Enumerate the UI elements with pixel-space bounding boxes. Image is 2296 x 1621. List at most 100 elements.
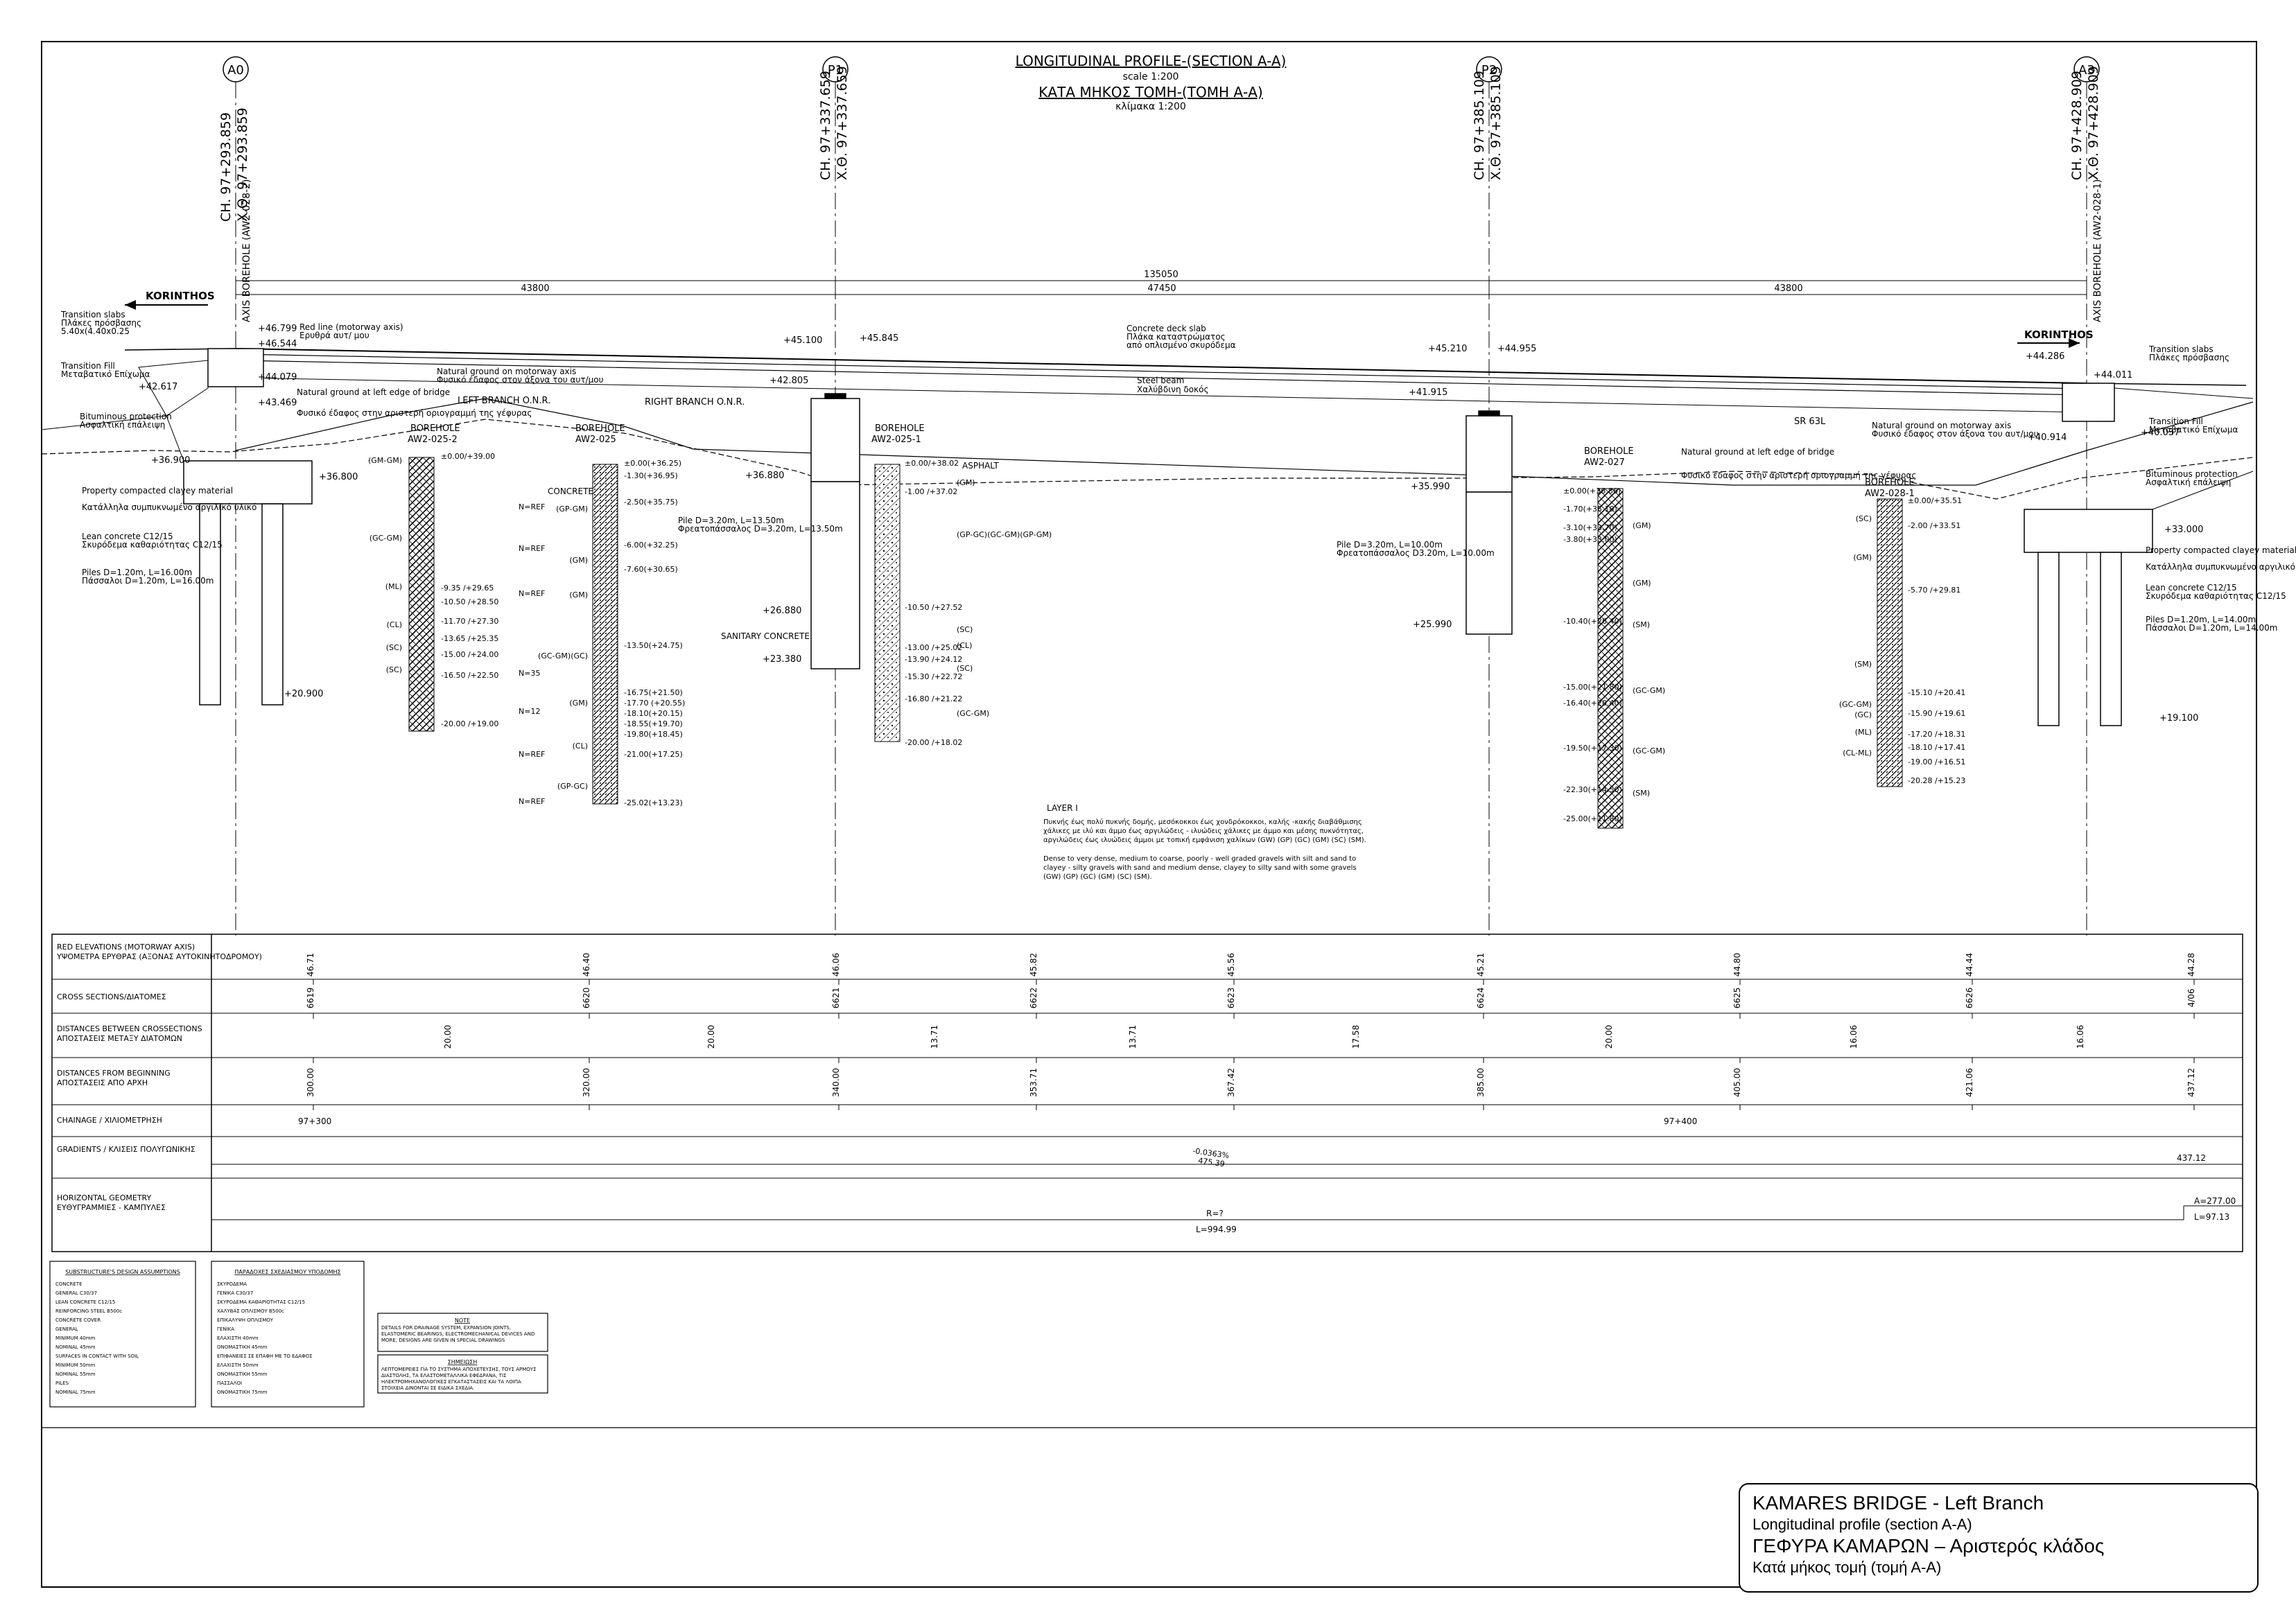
gradient-end: 437.12 xyxy=(2177,1153,2206,1163)
depth-b3-1: -1.00 /+37.02 xyxy=(905,487,957,496)
elev-e1: +46.799 xyxy=(258,324,297,334)
dist-beginning-7: 421.06 xyxy=(1965,1068,1974,1097)
label-natural-ground-left-r-gr: Φυσικό έδαφος στην αριστερή οριογραμμή τ… xyxy=(1681,471,1916,480)
table-special: 97+300 97+400 -0.0363% 475.39 437.12 R=?… xyxy=(211,1116,2243,1234)
label-transition-fill-l: Transition Fill xyxy=(60,361,115,371)
depth-b3-0: ±0.00/+38.02 xyxy=(905,459,959,468)
label-bituminous-r-gr: Ασφαλτική επάλειψη xyxy=(2146,477,2231,487)
soil-b5-4: (GC) xyxy=(1854,710,1872,719)
nref-2: N=REF xyxy=(519,589,545,598)
soil-b3-2: (SC) xyxy=(957,625,973,634)
label-piles-l: Piles D=1.20m, L=16.00m xyxy=(82,568,192,577)
elev-e3: +44.079 xyxy=(258,372,297,383)
dist-between-7: 16.06 xyxy=(2076,1025,2085,1049)
soil-b2-6: (GP-GC) xyxy=(557,782,588,791)
axis-P1: P1 CH. 97+337.659 X.Θ. 97+337.659 xyxy=(818,56,850,936)
notes-t1-line-8: SURFACES IN CONTACT WITH SOIL xyxy=(55,1353,139,1359)
depth-labels: ±0.00/+39.00-9.35 /+29.65-10.50 /+28.50-… xyxy=(441,452,1965,823)
borehole-column-5 xyxy=(1877,498,1903,787)
elev-e21: +44.011 xyxy=(2094,370,2132,380)
depth-b2-1: -1.30(+36.95) xyxy=(624,471,678,480)
nref-0: N=REF xyxy=(519,502,545,511)
geometry-a: A=277.00 xyxy=(2194,1196,2236,1206)
depth-b4-5: -15.00(+21.80) xyxy=(1563,683,1622,692)
label-natural-ground-left-r: Natural ground at left edge of bridge xyxy=(1681,447,1834,457)
label-lean-concrete-l: Lean concrete C12/15 xyxy=(82,532,173,541)
row-label-2-en: DISTANCES BETWEEN CROSSECTIONS xyxy=(57,1024,202,1033)
red-elev-3: 45.82 xyxy=(1029,953,1038,976)
depth-b5-1: -2.00 /+33.51 xyxy=(1908,521,1960,530)
elev-e14: +23.380 xyxy=(763,654,801,665)
label-property-compacted-r-gr: Κατάλληλα συμπυκνωμένο αργιλικό υλικό xyxy=(2146,562,2296,572)
label-transition-fill-r-gr: Μεταβατικό Επίχωμα xyxy=(2149,425,2238,435)
axis-A0: A0 CH. 97+293.859 X.Θ. 97+293.859 AXIS B… xyxy=(218,56,252,936)
depth-b5-6: -18.10 /+17.41 xyxy=(1908,743,1965,752)
soil-b3-3: (CL) xyxy=(957,641,972,650)
notes-t1-line-4: CONCRETE COVER xyxy=(55,1317,101,1323)
row-label-6-en: HORIZONTAL GEOMETRY xyxy=(57,1193,151,1202)
depth-b2-6: -16.75(+21.50) xyxy=(624,688,683,697)
dist-between-4: 17.58 xyxy=(1351,1025,1361,1049)
label-piles-r-gr: Πάσσαλοι D=1.20m, L=14.00m xyxy=(2146,623,2278,633)
row-label-5-en: GRADIENTS / ΚΛΙΣΕΙΣ ΠΟΛΥΓΩΝΙΚΗΣ xyxy=(57,1145,195,1154)
soil-b1-4: (SC) xyxy=(386,643,402,652)
depth-b5-0: ±0.00/+35.51 xyxy=(1908,496,1962,505)
title-gr: ΚΑΤΑ ΜΗΚΟΣ ΤΟΜΗ-(ΤΟΜΗ Α-Α) xyxy=(1038,84,1262,100)
label-piles-l-gr: Πάσσαλοι D=1.20m, L=16.00m xyxy=(82,576,214,586)
svg-text:A3: A3 xyxy=(2078,63,2095,78)
layer-description: LAYER I Πυκνής έως πολύ πυκνής δομής, με… xyxy=(1043,803,1366,881)
borehole-5-name: BOREHOLE xyxy=(1865,477,1915,488)
natural-ground-edge-line xyxy=(235,398,2254,486)
notes-t1-line-1: GENERAL C30/37 xyxy=(55,1290,97,1296)
borehole-3-name: BOREHOLE xyxy=(875,423,925,434)
nref-6: N=REF xyxy=(519,797,545,806)
notes-t2-line-3: ΧΑΛΥΒΑΣ ΟΠΛΙΣΜΟΥ B500c xyxy=(217,1308,284,1314)
dist-between-2: 13.71 xyxy=(930,1025,939,1049)
row-label-3-gr: ΑΠΟΣΤΑΣΕΙΣ ΑΠΟ ΑΡΧΗ xyxy=(57,1078,148,1087)
soil-b2-5: (CL) xyxy=(573,742,588,751)
notes-t2-line-9: ΕΛΑΧΙΣΤΗ 50mm xyxy=(217,1362,259,1368)
note-en-text: DETAILS FOR DRAINAGE SYSTEM, EXPANSION J… xyxy=(381,1325,535,1343)
row-label-1-en: CROSS SECTIONS/ΔΙΑΤΟΜΕΣ xyxy=(57,992,166,1001)
elev-e15: +45.210 xyxy=(1428,344,1467,354)
elev-e25: +19.100 xyxy=(2159,713,2198,724)
elev-e13: +26.880 xyxy=(763,606,801,616)
elev-e18: +35.990 xyxy=(1411,482,1450,492)
elev-e16: +44.955 xyxy=(1497,344,1536,354)
label-property-compacted-l: Property compacted clayey material xyxy=(82,486,233,496)
elev-e8: +20.900 xyxy=(284,689,323,699)
soil-b2-4: (GM) xyxy=(569,699,588,708)
soil-b4-0: (GM) xyxy=(1633,521,1651,530)
elev-e5: +42.617 xyxy=(139,382,177,392)
depth-b2-3: -6.00(+32.25) xyxy=(624,541,678,550)
label-lean-concrete-r-gr: Σκυρόδεμα καθαριότητας C12/15 xyxy=(2146,591,2286,601)
depth-b2-7: -17.70 (+20.55) xyxy=(624,699,685,708)
red-elev-0: 46.71 xyxy=(306,953,315,976)
title-block: KAMARES BRIDGE - Left Branch Longitudina… xyxy=(1739,1483,2259,1593)
svg-text:A0: A0 xyxy=(227,63,244,78)
soil-b2-0: (GP-GM) xyxy=(556,505,588,514)
depth-b3-4: -13.90 /+24.12 xyxy=(905,655,962,664)
span-2: 47450 xyxy=(1147,283,1176,294)
svg-text:P1: P1 xyxy=(828,63,843,78)
soil-b3-5: (GC-GM) xyxy=(957,709,989,718)
soil-b1-1: (GC-GM) xyxy=(369,534,402,543)
direction-right-arrowhead xyxy=(2069,338,2080,348)
depth-b2-9: -18.55(+19.70) xyxy=(624,719,683,728)
svg-text:X.Θ. 97+337.659: X.Θ. 97+337.659 xyxy=(835,66,850,180)
profile-table xyxy=(51,934,2243,1252)
notes-t1-line-7: NOMINAL 45mm xyxy=(55,1344,96,1350)
borehole-column-1 xyxy=(408,457,435,732)
label-property-compacted-l-gr: Κατάλληλα συμπυκνωμένο αργιλικό υλικό xyxy=(82,502,256,512)
soil-b3-0: (GM) xyxy=(957,478,975,487)
depth-b3-5: -15.30 /+22.72 xyxy=(905,672,962,681)
soil-b1-5: (SC) xyxy=(386,665,402,674)
depth-b4-2: -3.10(+33.70) xyxy=(1563,523,1617,532)
red-elev-7: 44.44 xyxy=(1965,953,1974,976)
label-concrete-deck-gr2: από οπλισμένο σκυρόδεμα xyxy=(1127,340,1236,350)
borehole-3-id: AW2-025-1 xyxy=(871,435,921,445)
